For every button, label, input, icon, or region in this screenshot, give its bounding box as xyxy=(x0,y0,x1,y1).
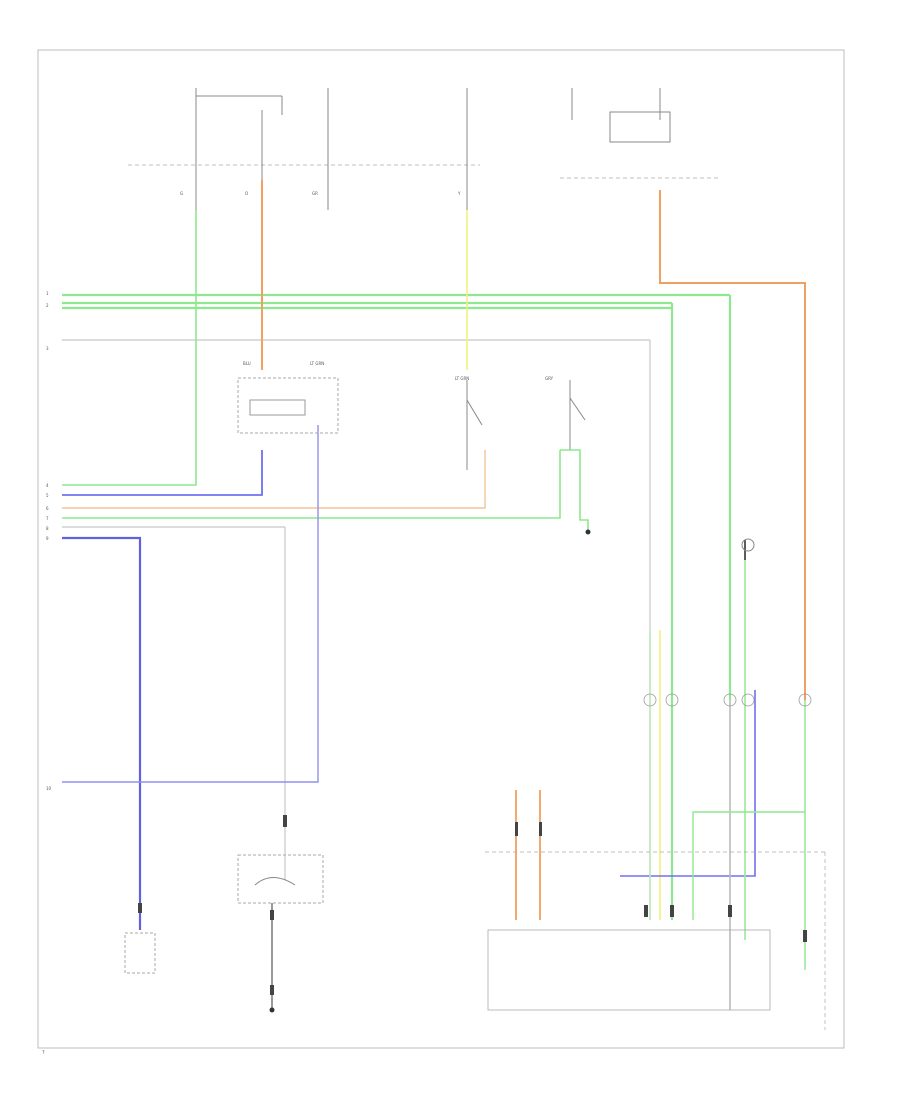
orange-wire-bottom xyxy=(62,450,486,509)
fuse-block-top xyxy=(195,88,671,210)
left-marker: 4 xyxy=(46,483,49,488)
left-marker: 1 xyxy=(46,291,49,296)
switch-mid xyxy=(466,380,586,470)
connector-label: BLU xyxy=(243,361,251,366)
blue-wire-c xyxy=(62,425,319,783)
green-wire-lower xyxy=(62,450,561,519)
terminal-marks xyxy=(138,815,807,995)
blue-wire-a xyxy=(62,450,263,496)
green-ground-loop xyxy=(560,449,589,530)
connector-label: G xyxy=(180,191,183,196)
blue-wire-d xyxy=(620,690,756,877)
connector-label: LT GRN xyxy=(310,361,324,366)
connector-label: O xyxy=(245,191,248,196)
range-switch-arc xyxy=(254,877,296,886)
left-marker: 8 xyxy=(46,526,49,531)
left-marker: 10 xyxy=(46,786,52,791)
top-right-connector xyxy=(741,538,755,552)
left-marker: 5 xyxy=(46,493,49,498)
sensor-left xyxy=(124,932,156,974)
ground-point xyxy=(585,529,591,535)
relay-coil xyxy=(249,399,306,416)
corner-label: ? xyxy=(42,1050,45,1056)
left-edge-markers: 1 2 3 4 5 6 7 8 9 10 xyxy=(46,291,52,791)
left-marker: 3 xyxy=(46,346,49,351)
connector-label: LT GRN xyxy=(455,376,469,381)
green-wire-left xyxy=(62,210,197,486)
connector-label: GRY xyxy=(545,376,554,381)
right-verticals xyxy=(649,540,806,1010)
green-feedback xyxy=(692,811,805,920)
orange-wire-right xyxy=(659,190,806,700)
connector-row xyxy=(643,693,812,707)
bottom-ground xyxy=(269,1007,275,1013)
range-switch xyxy=(237,854,324,904)
left-marker: 7 xyxy=(46,516,49,521)
relay-box xyxy=(237,377,339,434)
connector-label: Y xyxy=(457,191,461,196)
green-bus xyxy=(62,293,732,920)
control-module xyxy=(487,929,771,1011)
left-marker: 2 xyxy=(46,303,49,308)
diagram-frame xyxy=(37,49,845,1049)
left-marker: 6 xyxy=(46,506,49,511)
grey-wire xyxy=(62,339,651,920)
connector-label: GR xyxy=(312,191,318,196)
left-marker: 9 xyxy=(46,536,49,541)
blue-wire-b xyxy=(62,536,142,930)
